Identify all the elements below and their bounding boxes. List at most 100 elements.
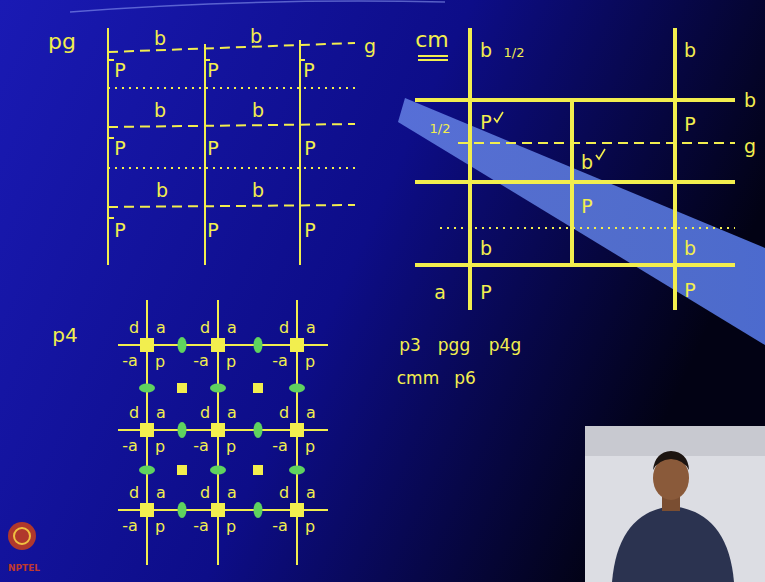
handwritten-label: -a	[193, 438, 209, 454]
handwritten-label: a	[227, 485, 237, 501]
glide-line	[108, 43, 355, 207]
handwritten-label: -a	[193, 353, 209, 369]
video-frame	[585, 426, 765, 582]
handwritten-label: P	[684, 115, 695, 134]
handwritten-label: b	[154, 101, 166, 120]
video-wall	[585, 426, 765, 456]
handwritten-label: a	[156, 320, 166, 336]
handwritten-label: d	[279, 405, 289, 421]
fourfold-axis	[177, 383, 187, 393]
handwritten-label: P	[684, 281, 695, 300]
twofold-axis	[254, 422, 263, 438]
twofold-axis	[289, 466, 305, 475]
fourfold-axis	[211, 423, 225, 437]
fourfold-axis	[290, 338, 304, 352]
handwritten-label: g	[364, 37, 376, 56]
twofold-axis	[178, 502, 187, 518]
handwritten-label: b	[581, 153, 593, 172]
handwritten-label: -a	[122, 518, 138, 534]
handwritten-label: cmm	[397, 370, 439, 387]
handwritten-label: b	[250, 27, 262, 46]
glide-line	[458, 142, 735, 144]
logo-disc	[8, 522, 36, 550]
handwritten-label: p4g	[489, 337, 521, 354]
handwritten-label: pgg	[438, 337, 470, 354]
handwritten-label: b	[154, 29, 166, 48]
handwritten-label: a	[306, 405, 316, 421]
handwritten-label: b	[480, 41, 492, 60]
handwritten-label: d	[279, 485, 289, 501]
decor-curve	[70, 1, 445, 12]
handwritten-label: P	[304, 139, 315, 158]
fourfold-axis	[211, 503, 225, 517]
corner-tick	[108, 60, 305, 218]
handwritten-label: b	[252, 181, 264, 200]
twofold-axis-group	[139, 337, 305, 518]
handwritten-label: p	[305, 439, 315, 455]
twofold-axis	[254, 337, 263, 353]
handwritten-label: a	[227, 405, 237, 421]
handwritten-label: d	[200, 405, 210, 421]
handwritten-label: b	[156, 181, 168, 200]
handwritten-label: P	[114, 221, 125, 240]
handwritten-label: a	[434, 283, 446, 302]
handwritten-label: p4	[52, 325, 77, 345]
handwritten-label: P	[207, 221, 218, 240]
handwritten-label: p	[155, 519, 165, 535]
handwritten-label: P	[207, 139, 218, 158]
fourfold-axis	[290, 503, 304, 517]
twofold-axis	[210, 466, 226, 475]
handwritten-label: P	[304, 221, 315, 240]
twofold-axis	[178, 422, 187, 438]
handwritten-label: a	[156, 485, 166, 501]
handwritten-label: P	[480, 283, 491, 302]
lattice-line	[118, 300, 328, 565]
fourfold-axis-group	[140, 338, 304, 517]
handwritten-label: p	[226, 354, 236, 370]
handwritten-label: 1/2	[430, 122, 451, 135]
handwritten-label: 1/2	[504, 46, 525, 59]
handwritten-label: b	[252, 101, 264, 120]
handwritten-label: -a	[272, 353, 288, 369]
handwritten-label: p3	[399, 337, 421, 354]
fourfold-axis	[253, 465, 263, 475]
twofold-axis	[210, 384, 226, 393]
fourfold-axis	[140, 503, 154, 517]
handwritten-label: d	[129, 405, 139, 421]
handwritten-label: -a	[193, 518, 209, 534]
handwritten-label: cm	[415, 29, 449, 51]
dotted-line	[440, 227, 735, 229]
handwritten-label: P	[303, 61, 314, 80]
handwritten-label: g	[744, 137, 756, 156]
fourfold-axis	[140, 338, 154, 352]
handwritten-label: NPTEL	[8, 564, 40, 573]
handwritten-label: p	[226, 439, 236, 455]
handwritten-label: a	[306, 320, 316, 336]
handwritten-label: b	[480, 239, 492, 258]
handwritten-label: -a	[122, 353, 138, 369]
handwritten-label: p	[305, 354, 315, 370]
handwritten-label: b	[684, 41, 696, 60]
handwritten-label: p	[155, 354, 165, 370]
twofold-axis	[139, 384, 155, 393]
presenter-hair	[653, 451, 689, 470]
handwritten-label: P	[114, 139, 125, 158]
fourfold-axis	[177, 465, 187, 475]
presenter-body	[612, 506, 734, 582]
handwritten-label: a	[156, 405, 166, 421]
handwritten-label: d	[129, 485, 139, 501]
handwritten-label: d	[200, 320, 210, 336]
handwritten-label: d	[200, 485, 210, 501]
light-beam	[398, 98, 765, 345]
twofold-axis	[254, 502, 263, 518]
handwritten-label: a	[227, 320, 237, 336]
logo-ring	[14, 528, 30, 544]
twofold-axis	[139, 466, 155, 475]
handwritten-label: b	[744, 91, 756, 110]
twofold-axis	[289, 384, 305, 393]
twofold-axis	[178, 337, 187, 353]
handwritten-label: d	[129, 320, 139, 336]
fourfold-axis	[140, 423, 154, 437]
